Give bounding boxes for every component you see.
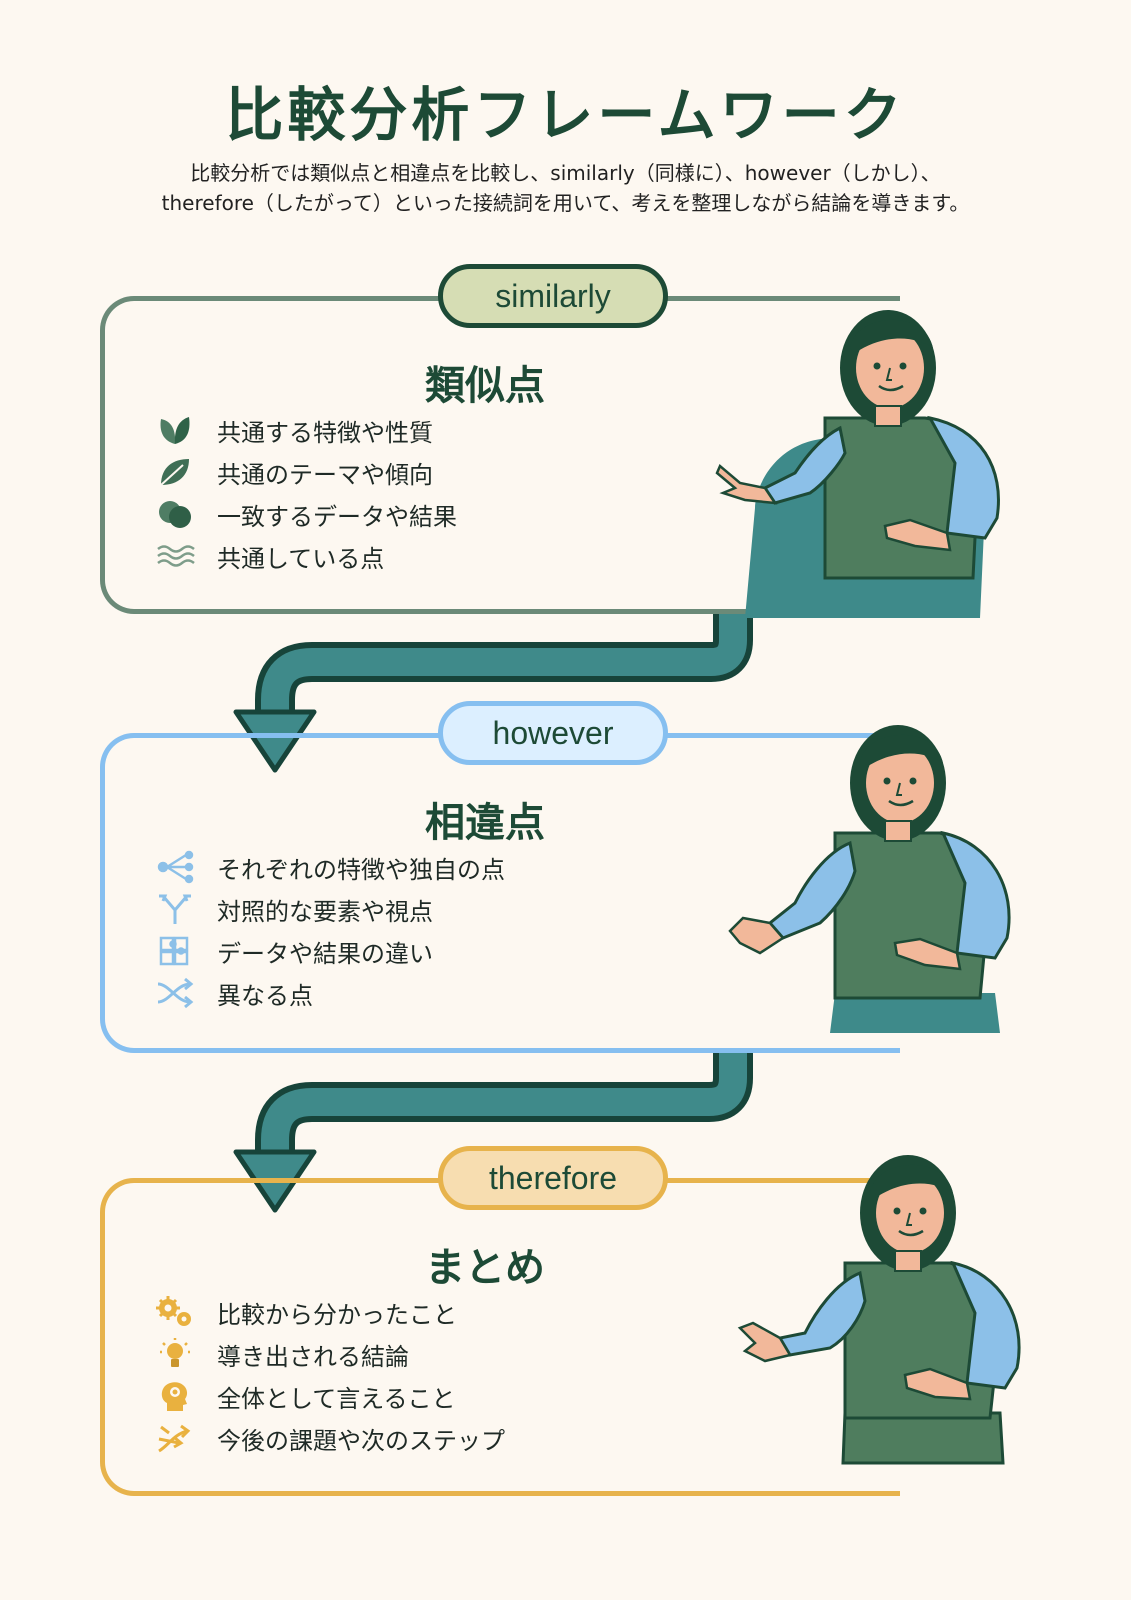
list-item: 今後の課題や次のステップ xyxy=(155,1417,505,1459)
list-item: 共通のテーマや傾向 xyxy=(155,451,457,493)
waves-icon xyxy=(155,539,195,573)
section-similarities: similarly 類似点 共通する特徴や性質 共通のテーマや傾向 一致するデー… xyxy=(100,264,900,614)
connector-pill-however: however xyxy=(438,701,668,765)
page-title: 比較分析フレームワーク xyxy=(225,81,906,149)
item-text: 共通している点 xyxy=(217,544,385,573)
flow-arrow-1 xyxy=(233,612,753,773)
item-text: 比較から分かったこと xyxy=(217,1300,457,1329)
overlap-circles-icon xyxy=(155,497,195,531)
section-heading: 類似点 xyxy=(425,363,545,409)
item-text: 今後の課題や次のステップ xyxy=(217,1426,505,1455)
person-illustration xyxy=(728,725,1011,1033)
branch-icon xyxy=(155,850,195,884)
item-text: それぞれの特徴や独自の点 xyxy=(217,855,505,884)
list-item: 導き出される結論 xyxy=(155,1333,505,1375)
item-text: 導き出される結論 xyxy=(217,1342,409,1371)
subtitle-line-2: therefore（したがって）といった接続詞を用いて、考えを整理しながら結論を… xyxy=(161,191,970,215)
gears-icon xyxy=(155,1295,195,1329)
list-item: 全体として言えること xyxy=(155,1375,505,1417)
item-text: 一致するデータや結果 xyxy=(217,502,457,531)
arrows-forward-icon xyxy=(155,1421,195,1455)
list-item: それぞれの特徴や独自の点 xyxy=(155,846,505,888)
list-item: データや結果の違い xyxy=(155,930,505,972)
item-text: 異なる点 xyxy=(217,981,313,1010)
section-heading: 相違点 xyxy=(425,800,545,846)
leaf-pair-icon xyxy=(155,413,195,447)
item-text: 共通のテーマや傾向 xyxy=(217,460,433,489)
page-subtitle: 比較分析では類似点と相違点を比較し、similarly（同様に）、however… xyxy=(60,158,1071,218)
section-heading: まとめ xyxy=(425,1245,545,1291)
item-text: 全体として言えること xyxy=(217,1384,456,1413)
subtitle-line-1: 比較分析では類似点と相違点を比較し、similarly（同様に）、however… xyxy=(190,161,941,185)
item-text: 共通する特徴や性質 xyxy=(217,418,433,447)
fork-icon xyxy=(155,892,195,926)
list-item: 共通している点 xyxy=(155,535,457,577)
list-item: 対照的な要素や視点 xyxy=(155,888,505,930)
person-illustration xyxy=(737,1155,1021,1465)
list-item: 一致するデータや結果 xyxy=(155,493,457,535)
list-item: 比較から分かったこと xyxy=(155,1291,505,1333)
leaf-icon xyxy=(155,455,195,489)
section-differences: however 相違点 それぞれの特徴や独自の点 対照的な要素や視点 データや結… xyxy=(100,701,900,1053)
list-item: 異なる点 xyxy=(155,972,505,1014)
item-text: 対照的な要素や視点 xyxy=(217,897,433,926)
connector-pill-therefore: therefore xyxy=(438,1146,668,1210)
section-summary: therefore まとめ 比較から分かったこと 導き出される結論 全体として言… xyxy=(100,1146,900,1496)
item-list: 共通する特徴や性質 共通のテーマや傾向 一致するデータや結果 共通している点 xyxy=(155,409,457,577)
item-list: それぞれの特徴や独自の点 対照的な要素や視点 データや結果の違い 異なる点 xyxy=(155,846,505,1014)
puzzle-icon xyxy=(155,934,195,968)
connector-pill-similarly: similarly xyxy=(438,264,668,328)
head-gear-icon xyxy=(155,1379,195,1413)
person-illustration xyxy=(715,310,1000,618)
item-text: データや結果の違い xyxy=(217,939,433,968)
shuffle-icon xyxy=(155,976,195,1010)
list-item: 共通する特徴や性質 xyxy=(155,409,457,451)
item-list: 比較から分かったこと 導き出される結論 全体として言えること 今後の課題や次のス… xyxy=(155,1291,505,1459)
lightbulb-icon xyxy=(155,1337,195,1371)
